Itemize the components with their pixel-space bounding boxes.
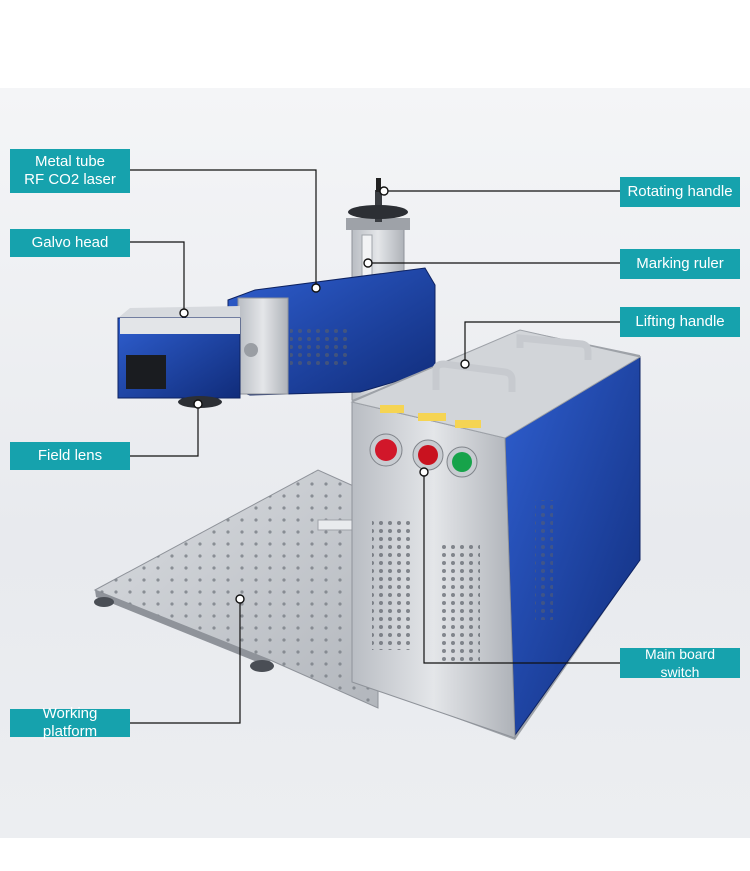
- dot-marking-ruler: [363, 258, 373, 268]
- dot-galvo-head: [179, 308, 189, 318]
- label-rotating-handle: Rotating handle: [620, 177, 740, 207]
- label-metal-tube: Metal tube RF CO2 laser: [10, 149, 130, 193]
- working-platform-plate: [93, 469, 379, 709]
- label-working-platform: Working platform: [10, 705, 130, 740]
- laser-tube-housing: [227, 267, 436, 396]
- leader-metal-tube: [130, 169, 317, 288]
- galvo-head-box: [117, 306, 241, 408]
- leader-dots: [179, 186, 470, 604]
- label-marking-ruler: Marking ruler: [620, 249, 740, 279]
- label-metal-tube-line1: Metal tube: [34, 153, 106, 170]
- label-metal-tube-line2: RF CO2 laser: [24, 171, 116, 188]
- leader-galvo-head: [130, 241, 185, 313]
- dot-lifting-handle: [460, 359, 470, 369]
- dot-main-board-switch: [419, 467, 429, 477]
- dot-working-platform: [235, 594, 245, 604]
- dot-field-lens: [193, 399, 203, 409]
- leader-lines: [130, 169, 620, 724]
- control-cabinet: [350, 329, 642, 740]
- label-field-lens: Field lens: [10, 442, 130, 470]
- dot-rotating-handle: [379, 186, 389, 196]
- leader-field-lens: [130, 404, 199, 457]
- leader-main-board-switch: [423, 472, 620, 664]
- label-lifting-handle: Lifting handle: [620, 307, 740, 337]
- dot-metal-tube: [311, 283, 321, 293]
- label-main-board-switch: Main board switch: [620, 646, 740, 680]
- leader-lifting-handle: [464, 321, 620, 364]
- label-galvo-head: Galvo head: [10, 229, 130, 257]
- leader-working-platform: [130, 599, 241, 724]
